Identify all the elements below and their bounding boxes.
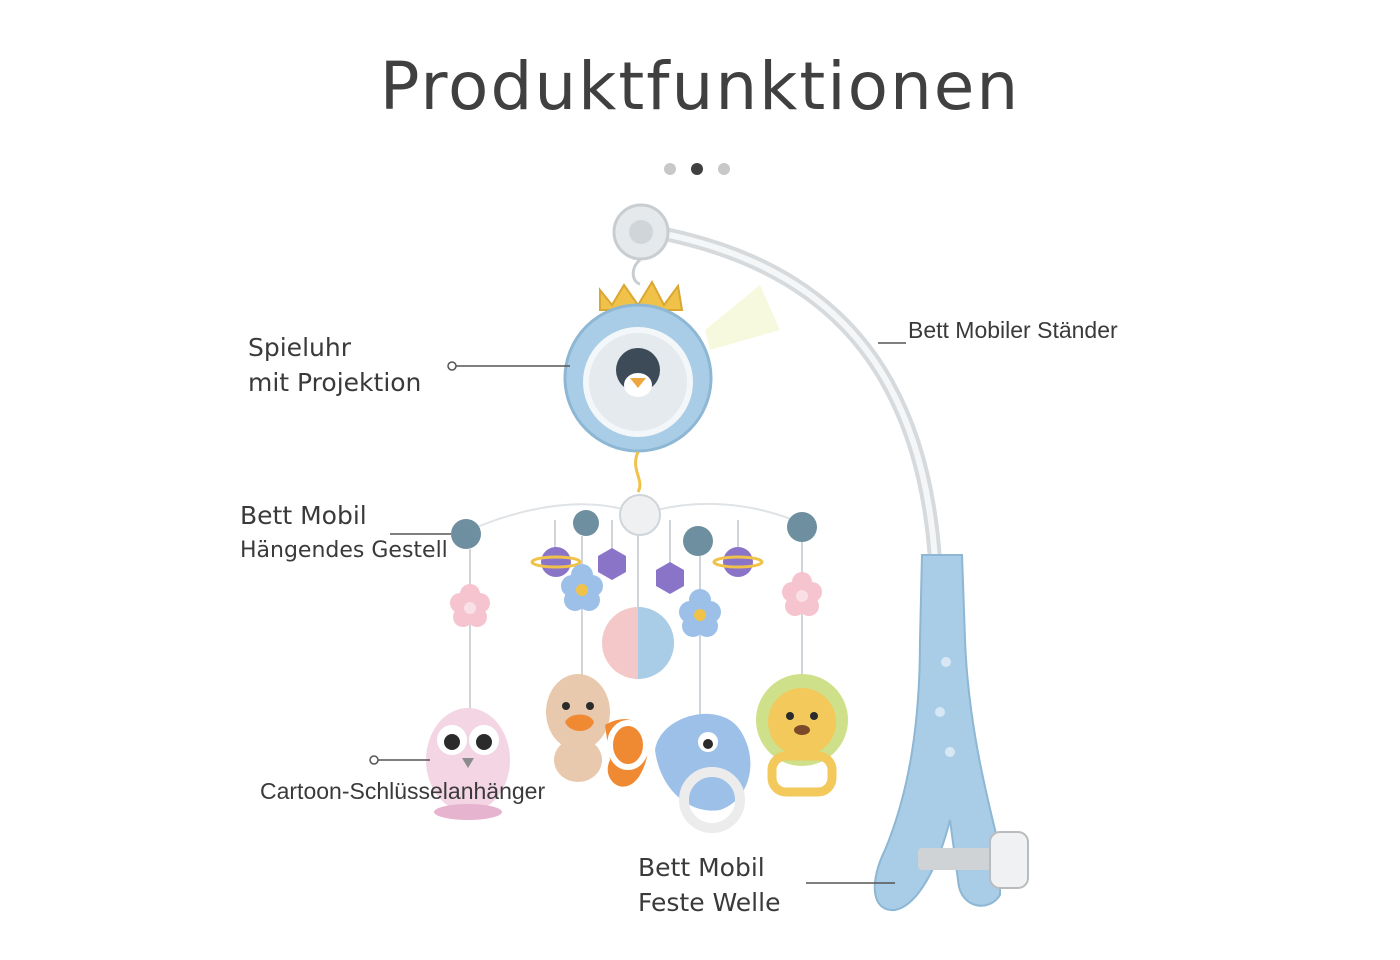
owl-toy — [426, 708, 510, 820]
clamp-screw — [918, 848, 998, 870]
label-music-box-line2: mit Projektion — [248, 368, 422, 397]
projection-beam — [705, 285, 780, 350]
dinosaur-toy — [655, 713, 751, 833]
label-stand: Bett Mobiler Ständer — [908, 313, 1118, 348]
flower-pink-left — [450, 584, 490, 627]
label-shaft-line2: Feste Welle — [638, 888, 781, 917]
carousel-dot-3[interactable] — [718, 163, 730, 175]
flower-pink-right — [782, 572, 822, 616]
squirrel-toy — [546, 674, 649, 787]
flower-blue-right — [679, 589, 721, 637]
label-music-box-line1: Spieluhr — [248, 333, 351, 362]
carousel-indicator[interactable] — [664, 163, 730, 175]
label-shaft-line1: Bett Mobil — [638, 853, 765, 882]
label-keychain-line1: Cartoon-Schlüsselanhänger — [260, 778, 546, 804]
label-shaft: Bett Mobil Feste Welle — [638, 850, 780, 920]
lion-toy — [756, 674, 848, 797]
carousel-dot-1[interactable] — [664, 163, 676, 175]
label-hanger: Bett Mobil Hängendes Gestell — [240, 498, 448, 568]
flower-blue-left — [561, 564, 603, 611]
page-title: Produktfunktionen — [379, 48, 1021, 125]
label-hanger-line1: Bett Mobil — [240, 501, 367, 530]
carousel-dot-2[interactable] — [691, 163, 703, 175]
label-stand-line1: Bett Mobiler Ständer — [908, 317, 1118, 343]
label-keychain: Cartoon-Schlüsselanhänger — [260, 774, 545, 809]
label-music-box: Spieluhr mit Projektion — [248, 330, 421, 400]
label-hanger-line2: Hängendes Gestell — [240, 538, 448, 563]
